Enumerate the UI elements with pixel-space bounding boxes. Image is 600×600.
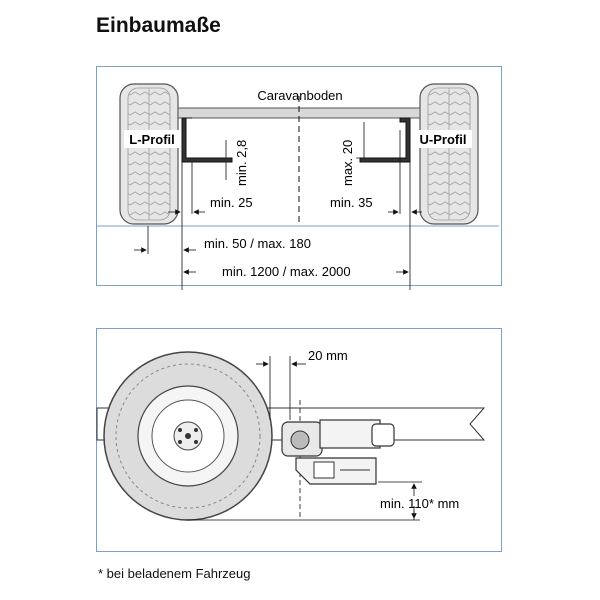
dim-max-20: max. 20 xyxy=(340,140,355,186)
dim-min-25: min. 25 xyxy=(210,195,253,210)
u-profile-icon xyxy=(359,117,411,163)
dim-min-35: min. 35 xyxy=(330,195,373,210)
footnote: * bei beladenem Fahrzeug xyxy=(98,566,251,581)
l-profile-icon xyxy=(181,117,233,163)
right-tire-icon xyxy=(419,83,479,225)
left-tire-icon xyxy=(119,83,179,225)
l-profile-label: L-Profil xyxy=(129,132,175,147)
dim-min1200-max2000: min. 1200 / max. 2000 xyxy=(222,264,351,279)
dim-min50-max180: min. 50 / max. 180 xyxy=(204,236,311,251)
dim-min110: min. 110* mm xyxy=(380,496,459,511)
dim-min-2-8: min. 2,8 xyxy=(234,140,249,186)
wheel-icon xyxy=(103,351,273,521)
floor-label: Caravanboden xyxy=(257,88,342,103)
top-panel xyxy=(96,66,502,286)
page-title: Einbaumaße xyxy=(96,14,221,37)
u-profile-label: U-Profil xyxy=(420,132,467,147)
dim-20mm: 20 mm xyxy=(308,348,348,363)
mover-drive-icon xyxy=(281,419,395,485)
